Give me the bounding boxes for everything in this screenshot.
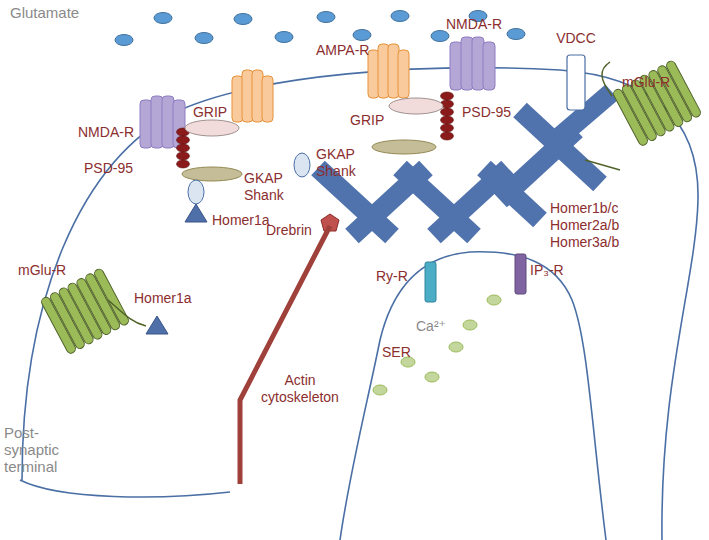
glutamate-molecule <box>431 31 449 42</box>
receptor-subunit <box>252 70 263 122</box>
receptor-subunit <box>461 37 473 90</box>
part-label: mGlu-R <box>18 262 66 279</box>
receptor-subunit <box>388 44 399 98</box>
receptor-subunit <box>368 50 379 98</box>
grip-protein <box>389 98 443 114</box>
glutamate-molecule <box>195 33 213 44</box>
shank-domain <box>294 153 310 177</box>
receptor-subunit <box>162 96 174 148</box>
ryanodine-receptor <box>425 262 436 302</box>
part-label: Ry-R <box>376 268 408 285</box>
receptor-subunit <box>232 76 243 122</box>
part-label: PSD-95 <box>462 104 511 121</box>
membrane-fold <box>20 480 230 497</box>
part-label: SER <box>382 344 411 361</box>
part-label: NMDA-R <box>78 124 134 141</box>
receptor-subunit <box>151 96 163 148</box>
glutamate-molecule <box>275 32 293 43</box>
psd95-domain <box>441 132 454 140</box>
glutamate-molecule <box>317 12 335 23</box>
calcium-ion <box>449 342 463 352</box>
receptor-subunit <box>398 50 409 98</box>
actin-filament <box>240 226 330 484</box>
psd95-stack <box>441 92 454 140</box>
part-label: Homer1a <box>212 212 270 229</box>
part-label: Actin cytoskeleton <box>261 372 339 406</box>
receptor-subunit <box>378 44 389 98</box>
receptor-subunit <box>140 100 152 148</box>
part-label: GKAP Shank <box>244 170 284 204</box>
nmda-receptor <box>450 37 495 90</box>
mglu-receptor <box>40 268 130 355</box>
transmembrane-helix <box>93 268 130 327</box>
grip-protein <box>185 120 239 136</box>
psd95-domain <box>441 116 454 124</box>
psd95-domain <box>441 108 454 116</box>
psd95-stack <box>177 128 190 168</box>
part-label: Homer1b/c Homer2a/b Homer3a/b <box>550 200 619 251</box>
part-label: IP₃-R <box>530 262 564 279</box>
part-label: AMPA-R <box>316 42 369 59</box>
receptor-subunit <box>483 42 495 90</box>
transmembrane-helix <box>665 60 702 119</box>
receptor-subunit <box>472 37 484 90</box>
psd95-domain <box>177 160 190 168</box>
part-label: Drebrin <box>266 222 312 239</box>
homer1a-symbol <box>185 204 207 222</box>
psd95-domain <box>177 136 190 144</box>
mglu-receptor <box>612 60 702 147</box>
calcium-ion <box>373 385 387 395</box>
glutamate-molecule <box>391 11 409 22</box>
part-label: Glutamate <box>10 4 79 21</box>
part-label: GKAP Shank <box>316 146 356 180</box>
psd95-domain <box>177 152 190 160</box>
calcium-ion <box>487 295 501 305</box>
glutamate-molecule <box>353 30 371 41</box>
psd95-domain <box>441 124 454 132</box>
homer-receptor-link <box>585 160 620 170</box>
calcium-ions <box>373 295 501 395</box>
part-label: NMDA-R <box>446 16 502 33</box>
part-label: VDCC <box>556 30 596 47</box>
receptor-subunit <box>450 42 462 90</box>
part-label: Post-synaptic terminal <box>4 424 59 475</box>
ip3-receptor <box>515 254 526 294</box>
ampa-receptor <box>368 44 409 98</box>
glutamate-molecule <box>115 35 133 46</box>
part-label: Ca²⁺ <box>416 318 446 335</box>
er-membrane <box>340 252 606 540</box>
calcium-ion <box>463 320 477 330</box>
psd95-domain <box>441 92 454 100</box>
calcium-ion <box>425 372 439 382</box>
part-label: GRIP <box>193 104 227 121</box>
part-label: GRIP <box>350 112 384 129</box>
homer1a-symbol <box>146 316 168 334</box>
ampa-receptor <box>232 70 273 122</box>
gkap-shank <box>372 140 436 154</box>
vdcc-channel <box>567 55 585 110</box>
receptor-subunit <box>242 70 253 122</box>
part-label: mGlu-R <box>622 74 670 91</box>
part-label: PSD-95 <box>84 160 133 177</box>
glutamate-molecule <box>234 14 252 25</box>
glutamate-molecule <box>507 29 525 40</box>
receptor-tail <box>602 62 612 96</box>
glutamate-molecule <box>154 13 172 24</box>
shank-domain <box>188 180 204 204</box>
receptor-subunit <box>262 76 273 122</box>
cell-membrane <box>22 68 698 540</box>
psd95-domain <box>177 144 190 152</box>
gkap-shank <box>182 167 242 181</box>
part-label: Homer1a <box>134 290 192 307</box>
